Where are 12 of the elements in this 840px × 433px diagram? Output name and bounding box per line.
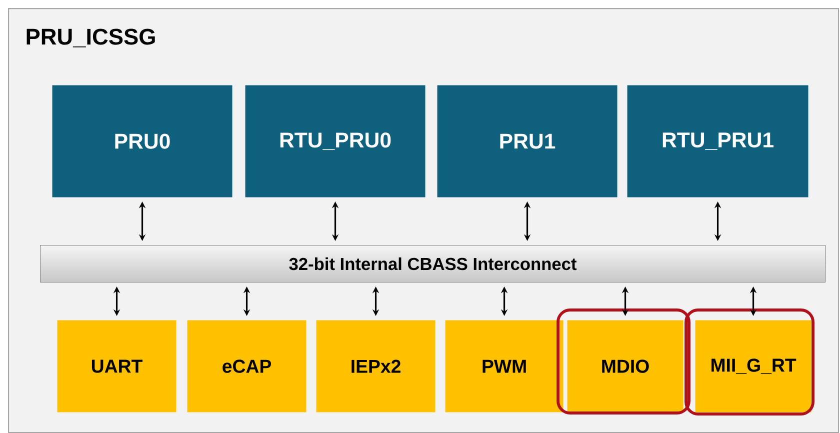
peripheral-box: PWM — [445, 320, 564, 412]
peripheral-box: MDIO — [567, 320, 684, 412]
peripheral-box: eCAP — [187, 320, 306, 412]
core-box: PRU0 — [52, 85, 232, 198]
panel-title: PRU_ICSSG — [26, 28, 155, 48]
core-box: RTU_PRU1 — [627, 85, 808, 198]
peripheral-box: UART — [57, 320, 176, 412]
core-box: RTU_PRU0 — [245, 85, 426, 198]
core-box: PRU1 — [437, 85, 618, 198]
peripheral-box: IEPx2 — [316, 320, 436, 412]
peripheral-box: MII_G_RT — [695, 320, 812, 412]
interconnect-bar: 32-bit Internal CBASS Interconnect — [40, 245, 826, 283]
